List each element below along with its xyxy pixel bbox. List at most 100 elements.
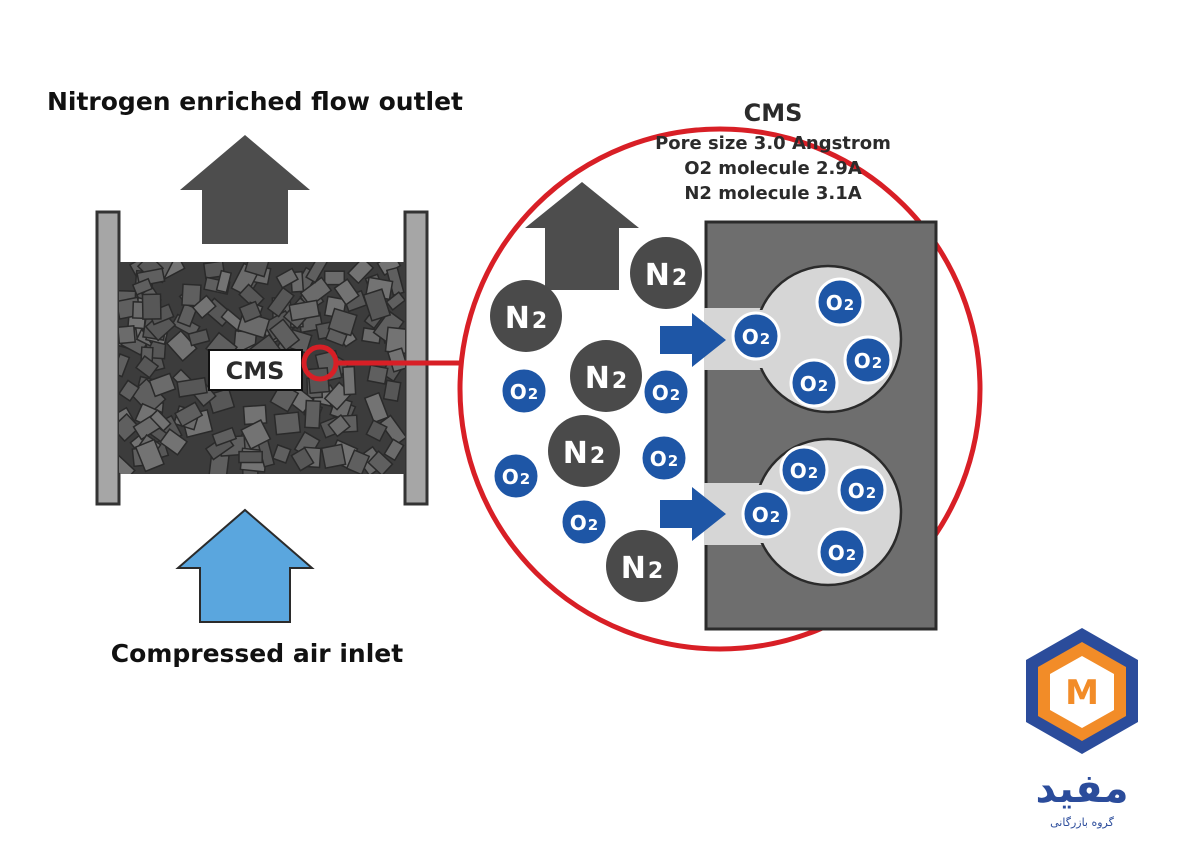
cms-granule <box>385 291 405 311</box>
o2-label: O2 <box>510 380 538 404</box>
cms-granule <box>135 355 160 379</box>
cms-granule <box>149 409 172 432</box>
cms-granule <box>275 267 299 289</box>
cms-granule <box>367 450 394 474</box>
o2-molecule-in-pore: O2 <box>815 277 865 327</box>
cms-granule <box>304 399 322 429</box>
column-left-plate <box>95 210 121 506</box>
cms-granules <box>119 262 405 474</box>
o2-molecule: O2 <box>499 366 549 416</box>
o2-molecule-in-pore: O2 <box>741 489 791 539</box>
cms-granule <box>320 443 347 470</box>
o2-label: O2 <box>790 459 818 483</box>
cms-granule <box>240 419 272 450</box>
cms-granule <box>363 391 390 424</box>
o2-circle <box>559 497 609 547</box>
cms-granule <box>174 401 204 428</box>
o2-label: O2 <box>752 503 780 527</box>
cms-granule <box>141 293 162 320</box>
o2-label: O2 <box>800 372 828 396</box>
cms-granule <box>238 283 265 310</box>
n2-label: N2 <box>585 361 627 396</box>
n2-molecule: N2 <box>548 415 620 487</box>
n2-circle <box>570 340 642 412</box>
cms-granule <box>323 270 346 286</box>
n2-molecule: N2 <box>490 280 562 352</box>
zoom-outlet-arrow <box>525 182 639 290</box>
cms-granule <box>187 328 211 347</box>
o2-molecule-in-pore: O2 <box>779 445 829 495</box>
o2-flow-arrow-lower <box>660 487 726 541</box>
cms-granule <box>345 449 371 474</box>
cms-granule <box>273 411 302 436</box>
o2-circle <box>779 445 829 495</box>
o2-molecule-in-pore: O2 <box>731 311 781 361</box>
cms-granule <box>383 438 405 462</box>
cms-granule <box>119 412 141 443</box>
o2-label: O2 <box>650 447 678 471</box>
cms-granule <box>148 372 177 398</box>
o2-molecule-in-pore: O2 <box>843 335 893 385</box>
cms-granule <box>327 413 351 438</box>
o2-circle <box>741 489 791 539</box>
zoom-pore-size: Pore size 3.0 Angstrom <box>655 133 891 154</box>
o2-molecule: O2 <box>491 451 541 501</box>
logo-letter: M <box>1065 673 1099 713</box>
cms-granule <box>242 404 268 426</box>
cms-granule <box>119 325 136 345</box>
o2-circle <box>789 358 839 408</box>
cms-granule <box>202 262 226 280</box>
o2-circle <box>491 451 541 501</box>
cms-granule <box>165 329 198 362</box>
outlet-arrow <box>180 135 310 244</box>
cms-granule <box>176 376 208 398</box>
n2-circle <box>548 415 620 487</box>
zoom-n2-size: N2 molecule 3.1A <box>684 183 861 204</box>
o2-label: O2 <box>828 541 856 565</box>
n2-circle <box>630 237 702 309</box>
cms-granule <box>366 364 389 385</box>
logo-text: مفید <box>1036 766 1129 812</box>
cms-granule <box>159 428 189 456</box>
inlet-label: Compressed air inlet <box>111 639 403 668</box>
o2-label: O2 <box>570 511 598 535</box>
cms-granule <box>365 419 388 442</box>
logo-hexagon-inner <box>1050 656 1114 728</box>
o2-label: O2 <box>854 349 882 373</box>
o2-molecule: O2 <box>559 497 609 547</box>
cms-granule <box>382 379 402 403</box>
cms-granule <box>379 414 405 446</box>
cms-granule <box>299 276 333 308</box>
o2-label: O2 <box>742 325 770 349</box>
cms-granule <box>268 318 301 352</box>
o2-circle <box>815 277 865 327</box>
n2-label: N2 <box>563 436 605 471</box>
n2-molecule: N2 <box>606 530 678 602</box>
o2-circle <box>639 433 689 483</box>
cms-granule <box>215 269 233 294</box>
cms-block <box>704 220 938 631</box>
cms-granule <box>324 327 348 347</box>
cms-granule <box>290 446 315 472</box>
logo-subtext: گروه بازرگانی <box>1050 816 1114 829</box>
o2-molecule: O2 <box>639 433 689 483</box>
o2-label: O2 <box>502 465 530 489</box>
o2-label: O2 <box>652 381 680 405</box>
cms-box <box>208 349 303 391</box>
cms-granule <box>271 443 292 464</box>
cms-granule <box>244 262 270 278</box>
cms-granule <box>238 300 263 323</box>
n2-molecule: N2 <box>630 237 702 309</box>
n2-circle <box>490 280 562 352</box>
cms-granule <box>333 278 360 306</box>
cms-granule <box>181 283 202 307</box>
cms-column: CMS <box>95 210 462 506</box>
n2-label: N2 <box>645 258 687 293</box>
n2-label: N2 <box>505 301 547 336</box>
cms-granule <box>238 450 263 464</box>
o2-circle <box>499 366 549 416</box>
cms-granule <box>305 262 330 284</box>
n2-label: N2 <box>621 551 663 586</box>
outlet-label: Nitrogen enriched flow outlet <box>47 87 463 116</box>
cms-granule <box>288 299 321 322</box>
